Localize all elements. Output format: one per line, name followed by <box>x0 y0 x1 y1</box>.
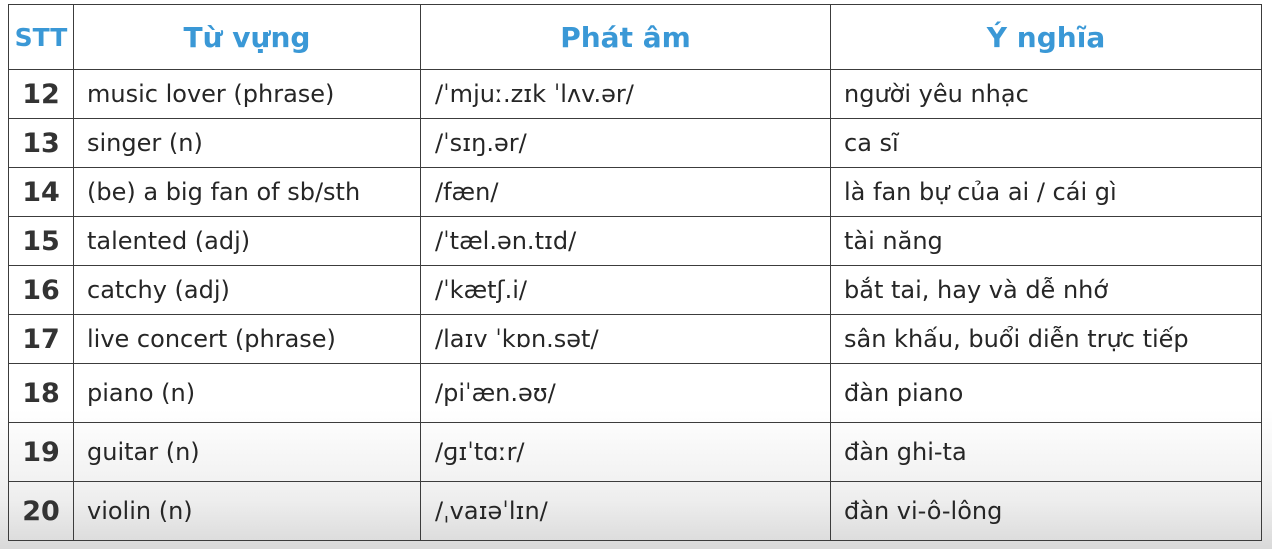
row-word: piano (n) <box>73 363 421 423</box>
table-row: 17 live concert (phrase) /laɪv ˈkɒn.sət/… <box>8 314 1262 364</box>
row-word: catchy (adj) <box>73 265 421 315</box>
row-meaning: đàn ghi-ta <box>830 422 1262 482</box>
header-word: Từ vựng <box>73 4 421 70</box>
table-row: 19 guitar (n) /ɡɪˈtɑːr/ đàn ghi-ta <box>8 422 1262 482</box>
row-pronunciation: /piˈæn.əʊ/ <box>420 363 831 423</box>
row-meaning: bắt tai, hay và dễ nhớ <box>830 265 1262 315</box>
row-meaning: tài năng <box>830 216 1262 266</box>
row-number: 19 <box>8 422 74 482</box>
vocabulary-table: STT Từ vựng Phát âm Ý nghĩa 12 music lov… <box>8 4 1262 541</box>
row-pronunciation: /fæn/ <box>420 167 831 217</box>
row-pronunciation: /ˌvaɪəˈlɪn/ <box>420 481 831 541</box>
row-word: talented (adj) <box>73 216 421 266</box>
header-stt: STT <box>8 4 74 70</box>
row-number: 18 <box>8 363 74 423</box>
row-meaning: đàn piano <box>830 363 1262 423</box>
row-meaning: người yêu nhạc <box>830 69 1262 119</box>
table-row: 20 violin (n) /ˌvaɪəˈlɪn/ đàn vi-ô-lông <box>8 481 1262 541</box>
table-row: 12 music lover (phrase) /ˈmjuː.zɪk ˈlʌv.… <box>8 69 1262 119</box>
row-number: 15 <box>8 216 74 266</box>
row-meaning: đàn vi-ô-lông <box>830 481 1262 541</box>
row-meaning: ca sĩ <box>830 118 1262 168</box>
row-number: 16 <box>8 265 74 315</box>
header-meaning: Ý nghĩa <box>830 4 1262 70</box>
table-row: 15 talented (adj) /ˈtæl.ən.tɪd/ tài năng <box>8 216 1262 266</box>
table-row: 14 (be) a big fan of sb/sth /fæn/ là fan… <box>8 167 1262 217</box>
row-pronunciation: /ˈtæl.ən.tɪd/ <box>420 216 831 266</box>
row-word: music lover (phrase) <box>73 69 421 119</box>
table-row: 18 piano (n) /piˈæn.əʊ/ đàn piano <box>8 363 1262 423</box>
table-row: 13 singer (n) /ˈsɪŋ.ər/ ca sĩ <box>8 118 1262 168</box>
row-number: 14 <box>8 167 74 217</box>
row-word: guitar (n) <box>73 422 421 482</box>
row-word: live concert (phrase) <box>73 314 421 364</box>
row-number: 13 <box>8 118 74 168</box>
row-meaning: là fan bự của ai / cái gì <box>830 167 1262 217</box>
row-word: singer (n) <box>73 118 421 168</box>
table-header-row: STT Từ vựng Phát âm Ý nghĩa <box>8 4 1262 70</box>
row-pronunciation: /ˈkætʃ.i/ <box>420 265 831 315</box>
row-number: 12 <box>8 69 74 119</box>
row-pronunciation: /ˈsɪŋ.ər/ <box>420 118 831 168</box>
table-row: 16 catchy (adj) /ˈkætʃ.i/ bắt tai, hay v… <box>8 265 1262 315</box>
row-pronunciation: /ɡɪˈtɑːr/ <box>420 422 831 482</box>
row-number: 17 <box>8 314 74 364</box>
row-meaning: sân khấu, buổi diễn trực tiếp <box>830 314 1262 364</box>
row-word: violin (n) <box>73 481 421 541</box>
row-number: 20 <box>8 481 74 541</box>
header-pronunciation: Phát âm <box>420 4 831 70</box>
row-word: (be) a big fan of sb/sth <box>73 167 421 217</box>
row-pronunciation: /ˈmjuː.zɪk ˈlʌv.ər/ <box>420 69 831 119</box>
row-pronunciation: /laɪv ˈkɒn.sət/ <box>420 314 831 364</box>
